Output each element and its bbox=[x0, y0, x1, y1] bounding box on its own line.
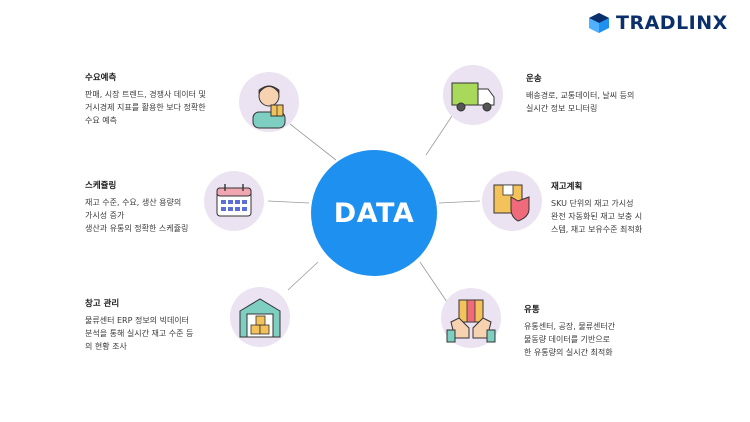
transport-line-2: 실시간 정보 모니터링 bbox=[526, 104, 598, 113]
connector-warehouse bbox=[287, 261, 319, 291]
transport-line-1: 배송경로, 교통데이터, 날씨 등의 bbox=[526, 91, 635, 100]
connector-transport bbox=[425, 115, 453, 156]
transport-title: 운송 bbox=[526, 74, 542, 84]
inventory-block: 재고계획 SKU 단위의 재고 가시성 완전 자동화된 재고 보충 시 스템, … bbox=[551, 180, 642, 236]
cube-logo-icon bbox=[589, 13, 609, 33]
scheduling-block: 스케쥴링 재고 수준, 수요, 생산 용량의 가시성 증가 생산과 유통의 정확… bbox=[85, 179, 188, 235]
demand-block: 수요예측 판매, 시장 트렌드, 경쟁사 데이터 및 거시경제 지표를 활용한 … bbox=[85, 71, 206, 127]
warehouse-icon bbox=[239, 298, 281, 338]
transport-bubble bbox=[443, 65, 503, 125]
transport-block: 운송 배송경로, 교통데이터, 날씨 등의 실시간 정보 모니터링 bbox=[526, 72, 634, 115]
distribution-line-3: 한 유통량의 실시간 최적화 bbox=[524, 348, 613, 357]
data-hub: DATA bbox=[311, 150, 437, 276]
scheduling-line-3: 생산과 유통의 정확한 스케쥴링 bbox=[85, 224, 189, 233]
hands-with-box-icon bbox=[446, 299, 496, 343]
connector-scheduling bbox=[267, 200, 310, 204]
demand-bubble bbox=[239, 72, 299, 132]
inventory-line-3: 스템, 재고 보유수준 최적화 bbox=[551, 225, 643, 234]
inventory-line-2: 완전 자동화된 재고 보충 시 bbox=[551, 212, 643, 221]
scheduling-bubble bbox=[204, 171, 264, 231]
warehouse-line-1: 물류센터 ERP 정보의 빅데이터 bbox=[85, 316, 190, 325]
scheduling-line-2: 가시성 증가 bbox=[85, 211, 125, 220]
connector-distribution bbox=[419, 261, 448, 303]
distribution-line-1: 유통센터, 공장, 물류센터간 bbox=[524, 322, 616, 331]
warehouse-block: 창고 관리 물류센터 ERP 정보의 빅데이터 분석을 통해 실시간 재고 수준… bbox=[85, 297, 193, 353]
brand-logo: TRADLINX bbox=[588, 12, 728, 34]
brand-name: TRADLINX bbox=[616, 12, 728, 34]
inventory-bubble bbox=[482, 171, 542, 231]
scheduling-line-1: 재고 수준, 수요, 생산 용량의 bbox=[85, 198, 182, 207]
connector-inventory bbox=[438, 200, 481, 204]
warehouse-title: 창고 관리 bbox=[85, 299, 120, 309]
person-with-box-icon bbox=[252, 85, 286, 129]
demand-line-3: 수요 예측 bbox=[85, 116, 117, 125]
warehouse-line-2: 분석을 통해 실시간 재고 수준 등 bbox=[85, 329, 194, 338]
warehouse-bubble bbox=[230, 287, 290, 347]
distribution-bubble bbox=[441, 288, 501, 348]
calendar-icon bbox=[216, 184, 252, 217]
box-shield-icon bbox=[493, 184, 530, 222]
truck-icon bbox=[451, 82, 495, 112]
demand-line-1: 판매, 시장 트렌드, 경쟁사 데이터 및 bbox=[85, 90, 206, 99]
distribution-line-2: 물동량 데이터를 기반으로 bbox=[524, 335, 611, 344]
connector-demand bbox=[289, 123, 337, 161]
inventory-line-1: SKU 단위의 재고 가시성 bbox=[551, 199, 634, 208]
demand-line-2: 거시경제 지표를 활용한 보다 정확한 bbox=[85, 103, 206, 112]
scheduling-title: 스케쥴링 bbox=[85, 181, 117, 191]
distribution-block: 유통 유통센터, 공장, 물류센터간 물동량 데이터를 기반으로 한 유통량의 … bbox=[524, 303, 615, 359]
distribution-title: 유통 bbox=[524, 305, 540, 315]
demand-title: 수요예측 bbox=[85, 73, 117, 83]
inventory-title: 재고계획 bbox=[551, 182, 583, 192]
warehouse-line-3: 의 현황 조사 bbox=[85, 342, 127, 351]
